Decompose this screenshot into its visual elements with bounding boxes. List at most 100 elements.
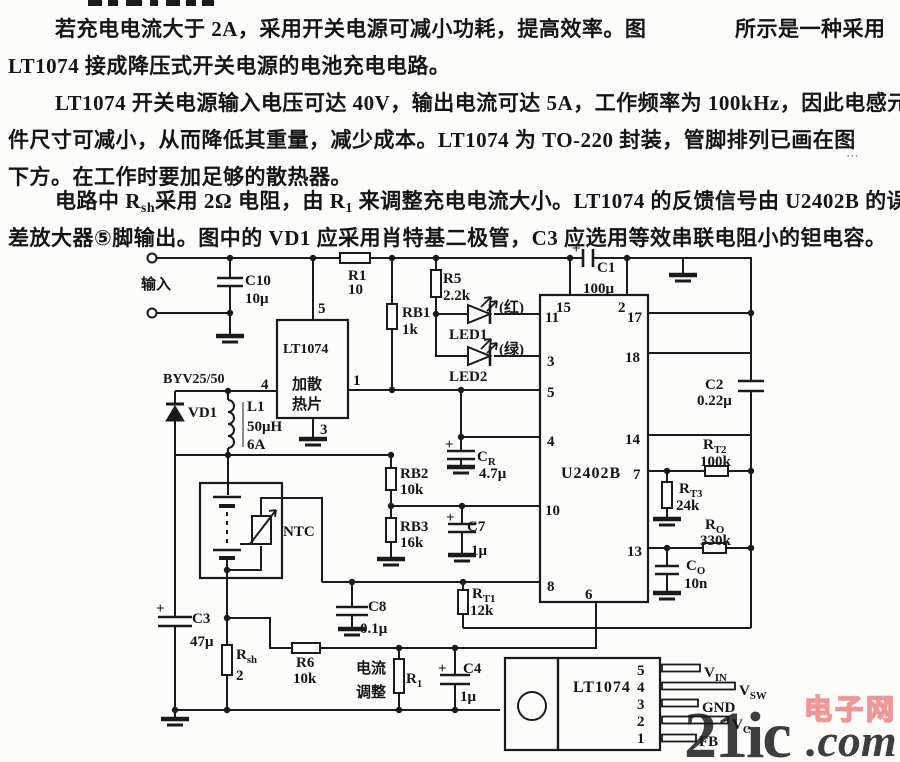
svg-text:16k: 16k: [400, 535, 424, 551]
svg-text:CO: CO: [686, 558, 705, 577]
svg-text:3: 3: [637, 697, 645, 713]
svg-text:+: +: [572, 241, 581, 257]
svg-text:10: 10: [348, 282, 363, 298]
svg-text:电子网: 电子网: [804, 694, 897, 726]
svg-text:RB3: RB3: [400, 519, 428, 535]
scan-artifact: [150, 0, 158, 6]
svg-text:C4: C4: [463, 661, 482, 677]
svg-text:RO: RO: [705, 517, 724, 536]
svg-text:4: 4: [637, 680, 645, 696]
svg-text:3: 3: [320, 422, 328, 438]
scan-artifact: [166, 0, 180, 6]
input-terminal: [146, 252, 158, 264]
svg-text:调整: 调整: [356, 683, 386, 701]
svg-text:5: 5: [637, 663, 645, 679]
svg-text:(红): (红): [499, 298, 524, 316]
svg-text:15: 15: [556, 300, 571, 316]
svg-text:1: 1: [637, 731, 645, 747]
svg-text:C8: C8: [368, 599, 386, 615]
pkg-lead: [661, 733, 697, 743]
svg-text:热片: 热片: [292, 395, 322, 413]
scan-artifact: ⋯: [846, 148, 861, 163]
svg-text:3: 3: [547, 354, 555, 370]
svg-text:FB: FB: [699, 734, 718, 750]
svg-text:17: 17: [627, 310, 643, 326]
scan-artifact: [126, 0, 142, 6]
svg-text:2: 2: [618, 300, 626, 316]
paragraph-line: 下方。在工作时要加足够的散热器。: [8, 165, 352, 189]
svg-text:Rsh: Rsh: [236, 647, 257, 666]
svg-text:100μ: 100μ: [583, 281, 615, 297]
svg-text:RB1: RB1: [402, 305, 430, 321]
pkg-lead: [661, 715, 729, 725]
svg-text:4: 4: [261, 377, 269, 393]
svg-text:R6: R6: [296, 655, 315, 671]
pkg-lead: [661, 698, 699, 708]
pkg-lead: [661, 681, 736, 691]
inductor-icon: [227, 399, 235, 449]
svg-text:1k: 1k: [402, 322, 419, 338]
svg-text:电流: 电流: [356, 659, 386, 677]
svg-text:0.22μ: 0.22μ: [697, 393, 732, 409]
svg-text:C2: C2: [705, 377, 723, 393]
svg-text:1μ: 1μ: [471, 543, 488, 559]
paragraph-line: 若充电电流大于 2A，采用开关电源可减小功耗，提高效率。图: [55, 17, 647, 41]
svg-text:LT1074: LT1074: [573, 679, 631, 696]
svg-text:RT3: RT3: [679, 481, 703, 500]
svg-text:L1: L1: [247, 399, 265, 415]
pkg-lead: [661, 663, 701, 673]
svg-text:C7: C7: [467, 519, 486, 535]
svg-text:R1: R1: [348, 268, 366, 284]
scan-artifact: [202, 0, 214, 6]
svg-text:BYV25/50: BYV25/50: [163, 372, 224, 387]
svg-text:C10: C10: [245, 273, 271, 289]
svg-text:+: +: [156, 601, 165, 617]
svg-text:8: 8: [547, 579, 555, 595]
svg-text:0.1μ: 0.1μ: [360, 621, 388, 637]
svg-text:RT2: RT2: [703, 437, 726, 456]
paragraph-line: 电路中 Rsh采用 2Ω 电阻，由 R1 来调整充电电流大小。LT1074 的反…: [55, 189, 900, 216]
svg-text:RT1: RT1: [472, 586, 495, 605]
svg-text:LT1074: LT1074: [283, 342, 328, 357]
svg-text:1: 1: [353, 373, 361, 389]
svg-text:+: +: [446, 510, 455, 526]
svg-text:LED2: LED2: [449, 369, 487, 385]
paragraph-line: 件尺寸可减小，从而降低其重量，减少成本。LT1074 为 TO-220 封装，管…: [8, 128, 856, 152]
scan-artifact: [88, 0, 102, 6]
svg-text:C3: C3: [192, 611, 210, 627]
svg-text:10k: 10k: [293, 671, 317, 687]
svg-text:2: 2: [236, 668, 244, 684]
svg-text:5: 5: [318, 301, 326, 317]
svg-text:VD1: VD1: [188, 405, 217, 421]
svg-text:21ic: 21ic: [684, 699, 790, 762]
svg-text:(绿): (绿): [499, 340, 524, 358]
svg-text:24k: 24k: [676, 498, 700, 514]
svg-text:VSW: VSW: [739, 683, 767, 702]
svg-text:10: 10: [545, 503, 560, 519]
svg-text:47μ: 47μ: [190, 634, 214, 650]
svg-text:GND: GND: [702, 700, 736, 716]
mounting-hole-icon: [517, 691, 547, 721]
input-terminal: [146, 307, 158, 319]
svg-text:6A: 6A: [247, 437, 266, 453]
svg-text:18: 18: [625, 350, 640, 366]
paragraph-line: 差放大器⑤脚输出。图中的 VD1 应采用肖特基二极管，C3 应选用等效串联电阻小…: [8, 226, 887, 250]
svg-text:11: 11: [545, 310, 559, 326]
svg-text:+: +: [445, 437, 454, 453]
svg-text:13: 13: [627, 544, 642, 560]
svg-text:100k: 100k: [700, 454, 732, 470]
led-icon: [467, 338, 498, 367]
svg-text:.com: .com: [806, 715, 897, 762]
paragraph-line: LT1074 开关电源输入电压可达 40V，输出电流可达 5A，工作频率为 10…: [55, 91, 900, 115]
svg-text:6: 6: [585, 587, 593, 603]
svg-text:RB2: RB2: [400, 466, 428, 482]
svg-text:2: 2: [637, 714, 645, 730]
svg-text:330k: 330k: [700, 533, 732, 549]
svg-text:R5: R5: [443, 271, 461, 287]
svg-text:10μ: 10μ: [245, 291, 269, 307]
svg-text:4: 4: [547, 434, 555, 450]
